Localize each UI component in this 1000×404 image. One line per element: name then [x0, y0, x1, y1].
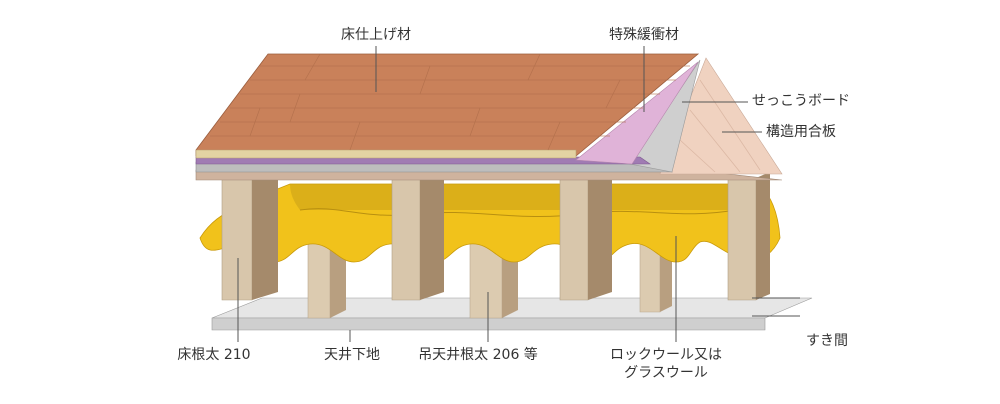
insulation [199, 183, 781, 263]
cushion-label: 特殊緩衝材 [609, 27, 679, 43]
structural-plywood [195, 57, 783, 181]
insulation-label-line1: ロックウール又は [610, 347, 722, 363]
gypsum-board-label: せっこうボード [752, 93, 850, 109]
floor-joist-label: 床根太 210 [177, 347, 251, 363]
leader-lines [237, 46, 800, 342]
gap-label: すき間 [806, 333, 848, 349]
ceiling-base-label: 天井下地 [324, 347, 380, 363]
cushion-layer [195, 61, 699, 165]
ceiling-joist-label: 吊天井根太 206 等 [418, 347, 538, 363]
floor-joists [221, 170, 770, 301]
structural-plywood-label: 構造用合板 [766, 124, 836, 140]
floor-finish [195, 53, 700, 159]
floor-finish-label: 床仕上げ材 [341, 27, 411, 43]
insulation-label-line2: グラスウール [624, 365, 708, 381]
